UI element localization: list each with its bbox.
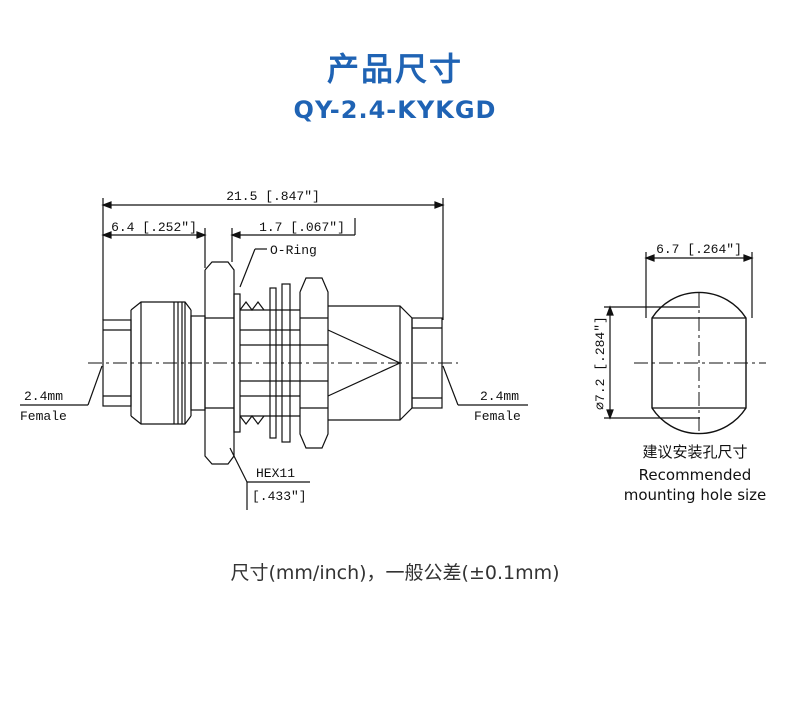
tolerance-note: 尺寸(mm/inch)，一般公差(±0.1mm) xyxy=(230,562,560,584)
o-ring-label: O-Ring xyxy=(270,243,317,258)
hole-width-dim: 6.7 [.264"] xyxy=(656,242,742,257)
o-ring-offset-dim: 1.7 [.067"] xyxy=(259,220,345,235)
mounting-hole-caption-en-2: mounting hole size xyxy=(623,486,767,504)
hex-size: [.433"] xyxy=(252,489,307,504)
mounting-hole-caption-cn: 建议安装孔尺寸 xyxy=(642,443,748,461)
right-interface-size: 2.4mm xyxy=(480,389,519,404)
overall-length-dim: 21.5 [.847"] xyxy=(226,189,320,204)
left-interface-size: 2.4mm xyxy=(24,389,63,404)
right-interface-gender: Female xyxy=(474,409,521,424)
hex-label: HEX11 xyxy=(256,466,295,481)
front-length-dim: 6.4 [.252"] xyxy=(111,220,197,235)
left-interface-gender: Female xyxy=(20,409,67,424)
hole-height-dim: ⌀7.2 [.284"] xyxy=(593,316,608,410)
mounting-hole-caption-en-1: Recommended xyxy=(638,466,752,484)
dimension-drawing: 21.5 [.847"] 6.4 [.252"] 1.7 [.067"] O-R… xyxy=(20,189,766,510)
model-number: QY-2.4-KYKGD xyxy=(293,96,497,124)
page-title: 产品尺寸 xyxy=(326,50,463,88)
